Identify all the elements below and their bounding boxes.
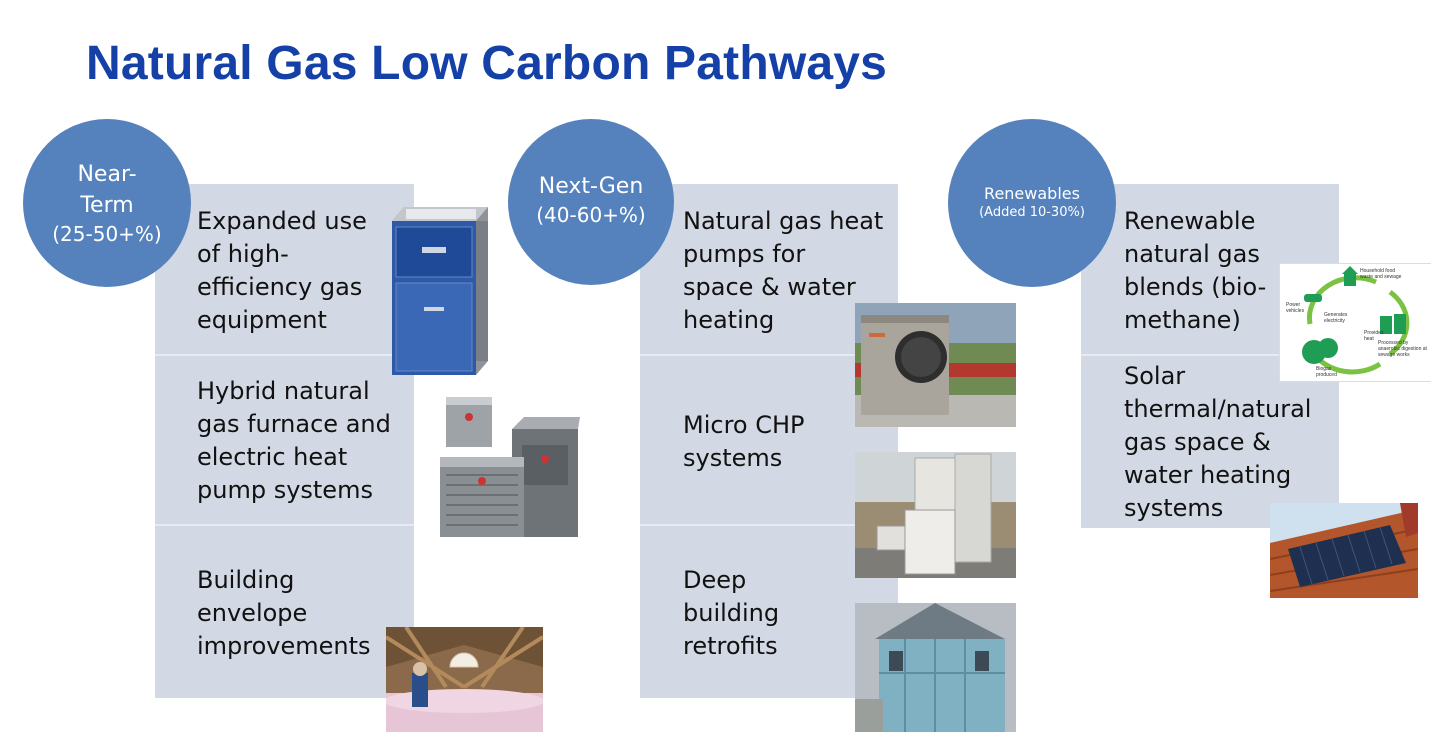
panel-near-term bbox=[155, 184, 414, 698]
biogas-label: Power vehicles bbox=[1286, 302, 1305, 314]
circle-label: Renewables bbox=[984, 184, 1080, 203]
heat-pump-image bbox=[438, 395, 580, 540]
biogas-label: Provides heat bbox=[1364, 330, 1384, 342]
solar-roof-photo bbox=[1270, 503, 1418, 598]
panel-row bbox=[640, 354, 898, 526]
slide-title: Natural Gas Low Carbon Pathways bbox=[86, 37, 888, 90]
item-hybrid-furnace: Hybrid natural gas furnace and electric … bbox=[197, 377, 391, 504]
biogas-label: Household food waste and sewage bbox=[1360, 268, 1402, 280]
panel-row bbox=[155, 354, 414, 526]
biogas-label: Biogas produced bbox=[1316, 366, 1337, 378]
deep-retrofit-photo bbox=[855, 603, 1016, 732]
panel-row bbox=[1081, 354, 1339, 530]
circle-renewables: Renewables (Added 10-30%) bbox=[948, 119, 1116, 287]
circle-next-gen: Next-Gen (40-60+%) bbox=[508, 119, 674, 285]
item-building-envelope: Building envelope improvements bbox=[197, 566, 371, 660]
biogas-label: Processed by anaerobic digestion at sewa… bbox=[1378, 340, 1427, 358]
circle-label: Next-Gen bbox=[538, 174, 644, 199]
item-deep-retrofits: Deep building retrofits bbox=[683, 566, 780, 660]
panel-row bbox=[155, 524, 414, 700]
circle-near-term: Near- Term (25-50+%) bbox=[23, 119, 191, 287]
biogas-cycle-diagram: Household food waste and sewage Power ve… bbox=[1279, 263, 1431, 382]
micro-chp-photo bbox=[855, 452, 1016, 578]
circle-sub: (40-60+%) bbox=[536, 203, 646, 227]
circle-label: Near- Term bbox=[77, 162, 137, 218]
furnace-image bbox=[392, 207, 488, 375]
gas-heat-pump-photo bbox=[855, 303, 1016, 427]
attic-insulation-image bbox=[386, 627, 543, 732]
circle-sub: (25-50+%) bbox=[52, 222, 162, 246]
circle-sub: (Added 10-30%) bbox=[979, 205, 1085, 220]
item-gas-heat-pumps: Natural gas heat pumps for space & water… bbox=[683, 207, 884, 334]
item-solar-thermal: Solar thermal/natural gas space & water … bbox=[1124, 362, 1312, 522]
item-renewable-natural-gas: Renewable natural gas blends (bio- metha… bbox=[1124, 207, 1267, 334]
item-expanded-high-efficiency: Expanded use of high- efficiency gas equ… bbox=[197, 207, 367, 334]
panel-row bbox=[640, 524, 898, 700]
biogas-label: Generates electricity bbox=[1324, 312, 1348, 324]
item-micro-chp: Micro CHP systems bbox=[683, 411, 805, 472]
